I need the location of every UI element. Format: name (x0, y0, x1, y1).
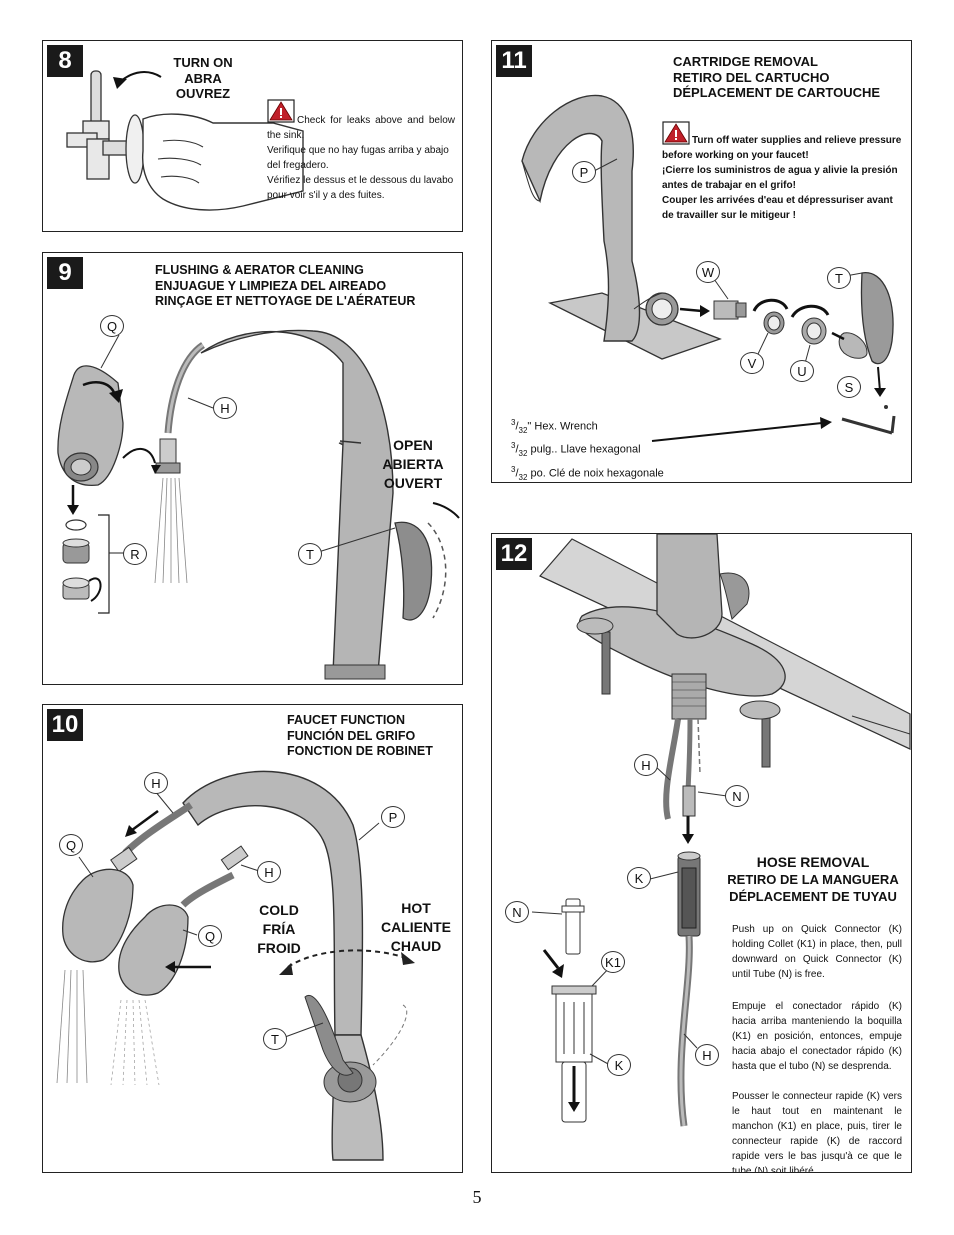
callout-s: S (837, 376, 861, 398)
warning-text-en: Check for leaks above and below the sink… (267, 115, 455, 141)
callout-r: R (123, 543, 147, 565)
callout-q: Q (100, 315, 124, 337)
callout-n-detail: N (505, 901, 529, 923)
step-number: 12 (496, 538, 532, 570)
warning-icon (662, 121, 690, 145)
callout-u: U (790, 360, 814, 382)
callout-t: T (263, 1028, 287, 1050)
step-8-panel: 8 TURN ON ABRA OUVREZ Check for leaks ab… (42, 40, 463, 232)
step-9-illustration (57, 329, 460, 680)
callout-h-mid: H (257, 861, 281, 883)
wrench-text-es: 3/32 pulg.. Llave hexagonal (511, 441, 641, 459)
warning-text-en: Turn off water supplies and relieve pres… (662, 135, 902, 161)
step-10-title: FAUCET FUNCTION FUNCIÓN DEL GRIFO FONCTI… (287, 713, 433, 758)
step-10-illustration (56, 770, 415, 1161)
step-9-title: FLUSHING & AERATOR CLEANING ENJUAGUE Y L… (155, 263, 416, 308)
wrench-text: 3/32" Hex. Wrench 3/32 pulg.. Llave hexa… (511, 415, 664, 482)
cold-label: COLD FRÍA FROID (257, 902, 301, 956)
callout-h: H (213, 397, 237, 419)
callout-n-top: N (725, 785, 749, 807)
warning-text-fr: Couper les arrivées d'eau et dépressuris… (662, 195, 893, 221)
step-number: 8 (47, 45, 83, 77)
warning-text-es: Verifique que no hay fugas arriba y abaj… (267, 145, 449, 171)
step-8-warning: Check for leaks above and below the sink… (267, 99, 455, 203)
callout-t: T (827, 267, 851, 289)
callout-p: P (572, 161, 596, 183)
callout-q-left: Q (59, 834, 83, 856)
callout-k-top: K (627, 867, 651, 889)
step-12-title: HOSE REMOVAL RETIRO DE LA MANGUERA DÉPLA… (727, 854, 899, 904)
step-8-illustration (66, 70, 304, 211)
callout-q-mid: Q (198, 925, 222, 947)
wrench-text-fr: 3/32 po. Clé de noix hexagonale (511, 464, 664, 482)
step-number: 10 (47, 709, 83, 741)
step-11-illustration (521, 94, 896, 442)
step-11-panel: 11 CARTRIDGE REMOVAL RETIRO DEL CARTUCHO… (491, 40, 912, 483)
step-9-panel: 9 FLUSHING & AERATOR CLEANING ENJUAGUE Y… (42, 252, 463, 685)
callout-w: W (696, 261, 720, 283)
step-number: 11 (496, 45, 532, 77)
callout-t: T (298, 543, 322, 565)
page-number: 5 (472, 1187, 482, 1207)
callout-h-top: H (634, 754, 658, 776)
step-number: 9 (47, 257, 83, 289)
step-11-warning: Turn off water supplies and relieve pres… (662, 121, 906, 223)
callout-h-top: H (144, 772, 168, 794)
step-11-title: CARTRIDGE REMOVAL RETIRO DEL CARTUCHO DÉ… (673, 54, 881, 100)
hose-removal-text-es: Empuje el conectador rápido (K) hacia ar… (732, 1001, 902, 1072)
warning-text-es: ¡Cierre los suministros de agua y alivie… (662, 165, 898, 191)
step-12-illustration (531, 534, 911, 1127)
wrench-text-en: 3/32" Hex. Wrench (511, 418, 598, 435)
step-10-panel: 10 FAUCET FUNCTION FUNCIÓN DEL GRIFO FON… (42, 704, 463, 1173)
warning-text-fr: Vérifiez le dessus et le dessous du lava… (267, 175, 454, 201)
hot-label: HOT CALIENTE CHAUD (381, 900, 451, 954)
hose-removal-text-en: Push up on Quick Connector (K) holding C… (732, 924, 902, 980)
callout-v: V (740, 352, 764, 374)
open-label: OPEN ABIERTA OUVERT (382, 437, 444, 491)
turn-on-label: TURN ON ABRA OUVREZ (173, 55, 233, 101)
callout-k-detail: K (607, 1054, 631, 1076)
warning-icon (267, 99, 295, 123)
callout-h-bottom: H (695, 1044, 719, 1066)
step-12-panel: 12 (491, 533, 912, 1173)
hose-removal-text-fr: Pousser le connecteur rapide (K) vers le… (732, 1091, 902, 1173)
callout-p: P (381, 806, 405, 828)
callout-k1: K1 (601, 951, 625, 973)
